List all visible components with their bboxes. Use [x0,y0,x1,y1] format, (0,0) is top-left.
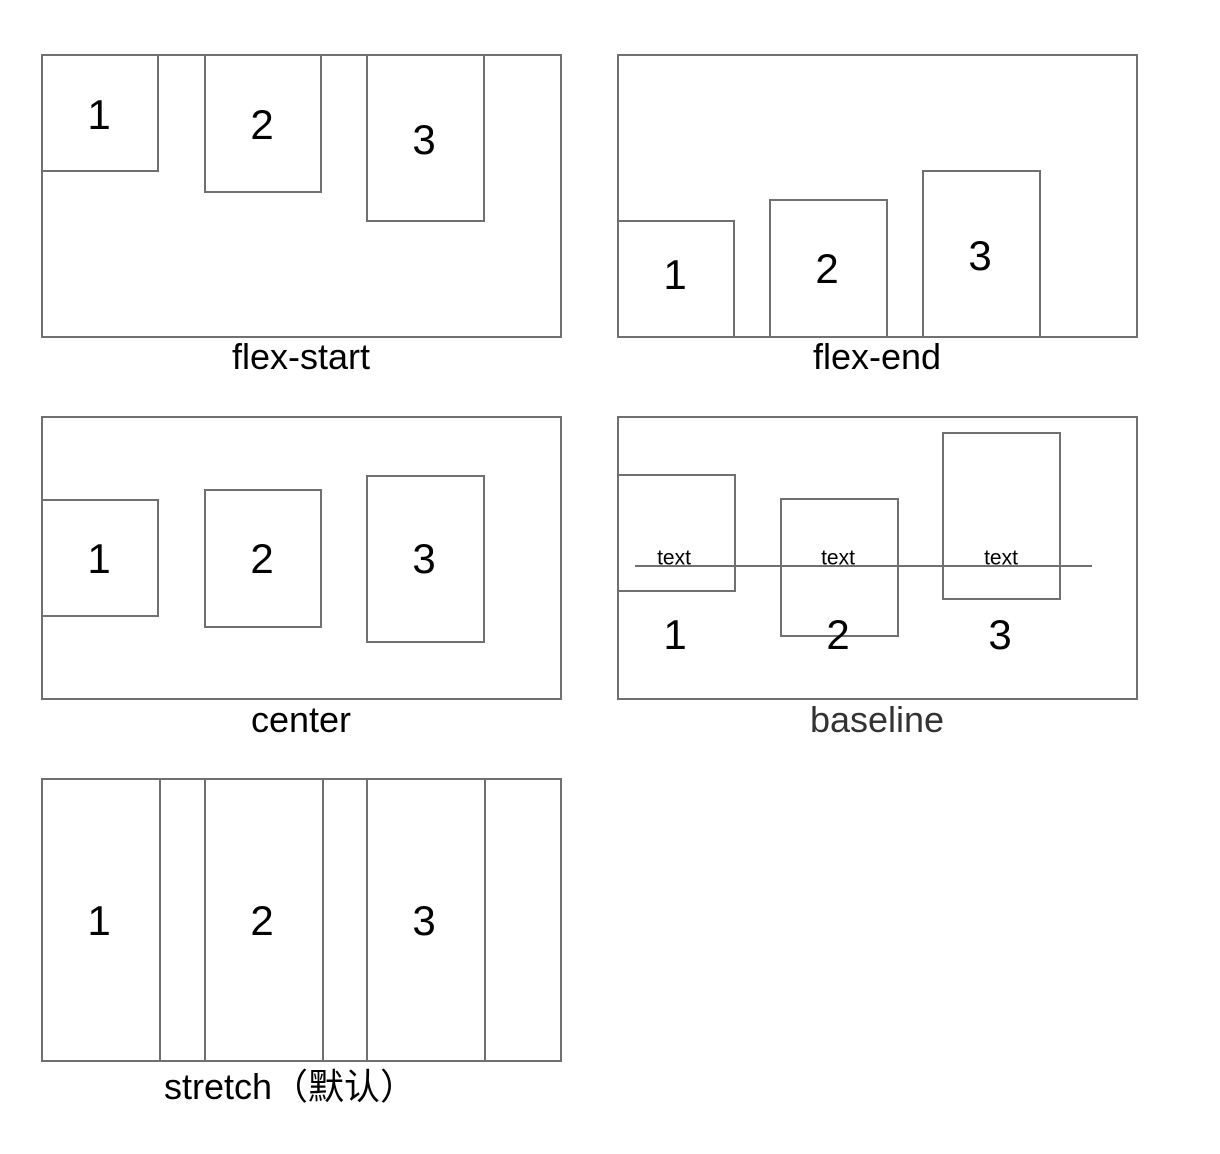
flex-end-box-1 [617,220,735,338]
stretch-box-3 [366,778,486,1062]
baseline-label-2: 2 [826,611,850,658]
panel-center [41,416,562,700]
baseline-box-3-text: text [984,546,1018,570]
flex-start-label-2: 2 [250,101,274,148]
stretch-caption: stretch（默认） [163,1066,417,1107]
center-box-3 [366,475,485,643]
center-caption: center [250,699,352,740]
panel-stretch [41,778,562,1062]
flex-start-caption: flex-start [231,336,371,377]
stretch-box-2 [204,778,324,1062]
flex-end-label-1: 1 [663,251,687,298]
stretch-label-2: 2 [250,897,274,944]
center-box-1 [41,499,159,617]
stretch-label-1: 1 [87,897,111,944]
panel-baseline [617,416,1138,700]
flex-end-box-3 [922,170,1041,338]
baseline-box-3 [942,432,1061,600]
baseline-label-3: 3 [988,611,1012,658]
flex-start-box-3 [366,54,485,222]
baseline-label-1: 1 [663,611,687,658]
flex-end-caption: flex-end [812,336,942,377]
center-label-2: 2 [250,535,274,582]
flex-start-label-1: 1 [87,91,111,138]
panel-flex-start [41,54,562,338]
flex-start-box-1 [41,54,159,172]
baseline-box-1-text: text [657,546,691,570]
center-label-1: 1 [87,535,111,582]
flex-start-box-2 [204,54,322,193]
stretch-box-1 [41,778,161,1062]
flex-end-box-2 [769,199,888,338]
flex-end-label-2: 2 [815,245,839,292]
panel-flex-end [617,54,1138,338]
flex-end-label-3: 3 [968,232,992,279]
flex-start-label-3: 3 [412,116,436,163]
baseline-caption: baseline [809,699,945,740]
baseline-box-2 [780,498,899,637]
center-label-3: 3 [412,535,436,582]
baseline-guide-line [635,565,1092,567]
stretch-label-3: 3 [412,897,436,944]
center-box-2 [204,489,322,628]
baseline-box-2-text: text [821,546,855,570]
baseline-box-1 [617,474,736,592]
